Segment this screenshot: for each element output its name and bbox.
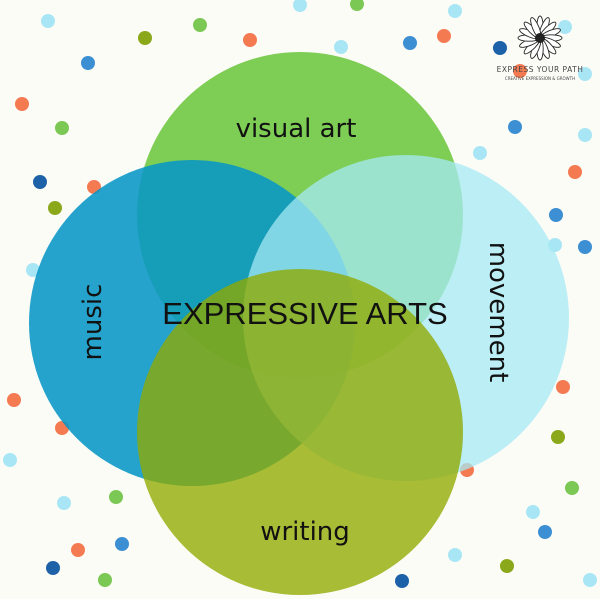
- confetti-dot: [193, 18, 207, 32]
- confetti-dot: [26, 263, 40, 277]
- confetti-dot: [551, 430, 565, 444]
- confetti-dot: [578, 240, 592, 254]
- confetti-dot: [526, 505, 540, 519]
- confetti-dot: [448, 4, 462, 18]
- confetti-dot: [138, 31, 152, 45]
- confetti-dots: [3, 0, 597, 588]
- label-writing: writing: [260, 517, 350, 547]
- confetti-dot: [15, 97, 29, 111]
- confetti-dot: [493, 41, 507, 55]
- confetti-dot: [109, 490, 123, 504]
- confetti-dot: [334, 40, 348, 54]
- confetti-dot: [513, 64, 527, 78]
- circle-writing: [137, 269, 463, 595]
- confetti-dot: [568, 165, 582, 179]
- flower-center: [535, 33, 545, 43]
- flower-icon: [517, 15, 563, 61]
- confetti-dot: [538, 525, 552, 539]
- confetti-dot: [558, 20, 572, 34]
- confetti-dot: [583, 573, 597, 587]
- confetti-dot: [448, 548, 462, 562]
- confetti-dot: [473, 146, 487, 160]
- label-visual-art: visual art: [236, 114, 357, 144]
- confetti-dot: [500, 559, 514, 573]
- confetti-dot: [350, 0, 364, 11]
- confetti-dot: [71, 543, 85, 557]
- label-movement: movement: [483, 242, 513, 383]
- confetti-dot: [508, 120, 522, 134]
- confetti-dot: [556, 380, 570, 394]
- confetti-dot: [565, 481, 579, 495]
- confetti-dot: [578, 67, 592, 81]
- confetti-dot: [7, 393, 21, 407]
- confetti-dot: [3, 453, 17, 467]
- confetti-dot: [33, 175, 47, 189]
- confetti-dot: [46, 561, 60, 575]
- confetti-dot: [48, 201, 62, 215]
- confetti-dot: [81, 56, 95, 70]
- logo-title: EXPRESS YOUR PATH: [497, 65, 584, 74]
- confetti-dot: [55, 121, 69, 135]
- confetti-dot: [98, 573, 112, 587]
- confetti-dot: [57, 496, 71, 510]
- label-music: music: [78, 284, 108, 361]
- logo-subtitle: CREATIVE EXPRESSION & GROWTH: [505, 76, 575, 81]
- confetti-dot: [243, 33, 257, 47]
- confetti-dot: [115, 537, 129, 551]
- confetti-dot: [293, 0, 307, 12]
- confetti-dot: [578, 128, 592, 142]
- confetti-dot: [395, 574, 409, 588]
- confetti-dot: [41, 14, 55, 28]
- center-label: EXPRESSIVE ARTS: [162, 296, 447, 331]
- confetti-dot: [403, 36, 417, 50]
- confetti-dot: [549, 208, 563, 222]
- logo: EXPRESS YOUR PATH CREATIVE EXPRESSION & …: [497, 15, 584, 81]
- confetti-dot: [437, 29, 451, 43]
